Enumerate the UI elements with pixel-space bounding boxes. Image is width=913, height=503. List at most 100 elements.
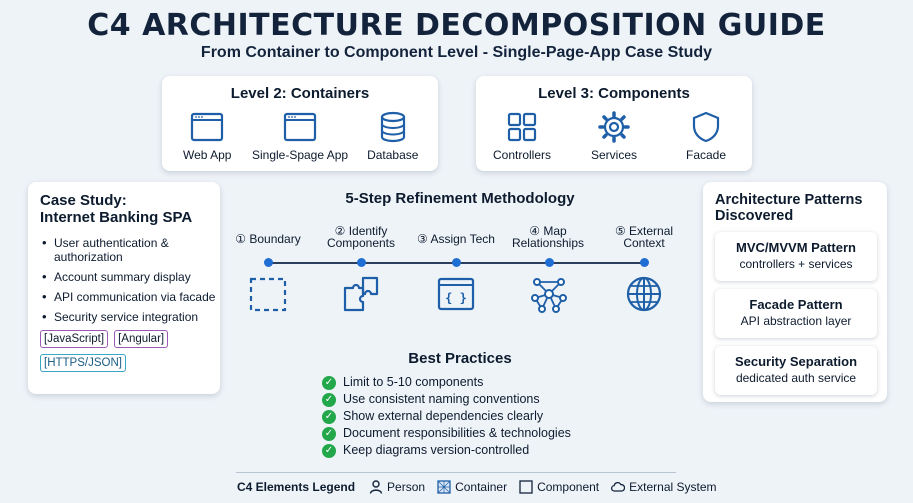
list-item: ✓ Limit to 5-10 components — [322, 374, 571, 391]
svg-text:{ }: { } — [445, 291, 467, 305]
component-services: Services — [568, 110, 660, 162]
globe-icon — [626, 276, 662, 312]
pattern-desc: API abstraction layer — [740, 314, 852, 328]
component-label: Services — [590, 148, 637, 162]
container-label: Web App — [183, 148, 232, 162]
check-icon: ✓ — [322, 375, 336, 390]
patterns-title: Architecture Patterns Discovered — [715, 192, 887, 224]
step-label-line: ③ Assign Tech — [417, 232, 495, 246]
cloud-icon — [611, 482, 626, 492]
methodology-title: 5-Step Refinement Methodology — [345, 190, 575, 207]
container-database: Database — [348, 110, 439, 162]
legend-label: Component — [537, 480, 600, 494]
c4-legend: C4 Elements Legend Person Container Comp… — [237, 480, 729, 494]
legend-item-component: Component — [519, 480, 599, 494]
list-item-text: Use consistent naming conventions — [343, 392, 540, 406]
architecture-patterns-card: Architecture Patterns Discovered MVC/MVV… — [703, 182, 887, 402]
legend-divider — [236, 472, 676, 473]
level2-containers-card: Level 2: Containers Web App Single-Spage… — [162, 76, 438, 171]
legend-label: External System — [629, 480, 717, 494]
browser-window-icon — [191, 112, 224, 142]
page-title: C4 ARCHITECTURE DECOMPOSITION GUIDE — [87, 8, 826, 43]
step-label-5: ⑤ External Context — [599, 225, 689, 249]
check-icon: ✓ — [322, 392, 336, 407]
component-label: Facade — [685, 148, 727, 162]
check-icon: ✓ — [322, 409, 336, 424]
container-label: Database — [367, 148, 419, 162]
tag-https-json: [HTTPS/JSON] — [40, 354, 126, 372]
code-window-icon: { } — [437, 277, 475, 311]
list-item: Account summary display — [42, 270, 220, 284]
pattern-facade: Facade Pattern API abstraction layer — [715, 289, 877, 338]
list-item: Security service integration — [42, 310, 220, 324]
pattern-title: MVC/MVVM Pattern — [736, 240, 856, 255]
list-item-text: Show external dependencies clearly — [343, 409, 544, 423]
person-icon — [369, 480, 383, 494]
step-label-line: ① Boundary — [235, 232, 301, 246]
patterns-title-line2: Discovered — [715, 208, 794, 224]
database-icon — [380, 111, 405, 143]
pattern-desc: controllers + services — [739, 257, 853, 271]
component-facade: Facade — [660, 110, 752, 162]
container-icon — [437, 480, 451, 494]
step-label-line: ⑤ External — [614, 224, 674, 238]
legend-item-container: Container — [437, 480, 507, 494]
list-item-text: Limit to 5-10 components — [343, 375, 484, 389]
case-study-list: User authentication & authorization Acco… — [42, 236, 220, 324]
page-subtitle: From Container to Component Level - Sing… — [200, 44, 713, 61]
component-square-icon — [519, 480, 533, 494]
list-item: ✓ Show external dependencies clearly — [322, 408, 571, 425]
list-item: ✓ Keep diagrams version-controlled — [322, 442, 571, 459]
case-study-title-line1: Case Study: — [40, 192, 127, 209]
grid-icon — [507, 112, 537, 142]
step-label-line: Relationships — [511, 236, 585, 250]
patterns-title-line1: Architecture Patterns — [715, 192, 863, 208]
timeline-dot — [545, 258, 554, 267]
list-item: User authentication & authorization — [42, 236, 220, 264]
browser-window-icon — [283, 112, 317, 142]
check-icon: ✓ — [322, 443, 336, 458]
component-controllers: Controllers — [476, 110, 568, 162]
container-web-app: Web App — [162, 110, 253, 162]
pattern-security: Security Separation dedicated auth servi… — [715, 346, 877, 395]
step-label-line: Components — [326, 236, 396, 250]
container-spa: Single-Spage App — [251, 110, 349, 162]
legend-item-person: Person — [369, 480, 425, 494]
level2-title: Level 2: Containers — [230, 85, 370, 102]
puzzle-icon — [343, 276, 379, 312]
list-item-text: Document responsibilities & technologies — [343, 426, 571, 440]
list-item-text: Keep diagrams version-controlled — [343, 443, 530, 457]
tag-javascript: [JavaScript] — [40, 330, 109, 348]
gear-icon — [598, 111, 630, 143]
step-label-line: Context — [623, 236, 665, 250]
step-label-3: ③ Assign Tech — [411, 233, 501, 245]
check-icon: ✓ — [322, 426, 336, 441]
pattern-mvc: MVC/MVVM Pattern controllers + services — [715, 232, 877, 281]
timeline-dot — [640, 258, 649, 267]
legend-label: Person — [387, 480, 426, 494]
step-label-2: ② Identify Components — [316, 225, 406, 249]
network-icon — [531, 278, 567, 313]
case-study-title-line2: Internet Banking SPA — [40, 209, 193, 226]
legend-label: Container — [455, 480, 508, 494]
step-label-4: ④ Map Relationships — [503, 225, 593, 249]
timeline-dot — [452, 258, 461, 267]
case-study-card: Case Study: Internet Banking SPA User au… — [28, 182, 220, 394]
level3-title: Level 3: Components — [538, 85, 690, 102]
pattern-title: Security Separation — [734, 354, 858, 369]
step-label-1: ① Boundary — [223, 233, 313, 245]
shield-icon — [692, 111, 720, 143]
step-label-line: ④ Map — [529, 224, 567, 238]
timeline-dot — [357, 258, 366, 267]
best-practices-title: Best Practices — [408, 350, 512, 367]
tag-angular: [Angular] — [114, 330, 169, 348]
list-item: ✓ Document responsibilities & technologie… — [322, 425, 571, 442]
case-study-title: Case Study: Internet Banking SPA — [40, 192, 220, 226]
list-item: API communication via facade — [42, 290, 220, 304]
list-item: ✓ Use consistent naming conventions — [322, 391, 571, 408]
timeline-dot — [264, 258, 273, 267]
level3-components-card: Level 3: Components Controllers — [476, 76, 752, 171]
tech-tags: [JavaScript] [Angular] [HTTPS/JSON] — [40, 330, 220, 372]
container-label: Single-Spage App — [251, 148, 349, 162]
legend-title: C4 Elements Legend — [237, 480, 356, 494]
